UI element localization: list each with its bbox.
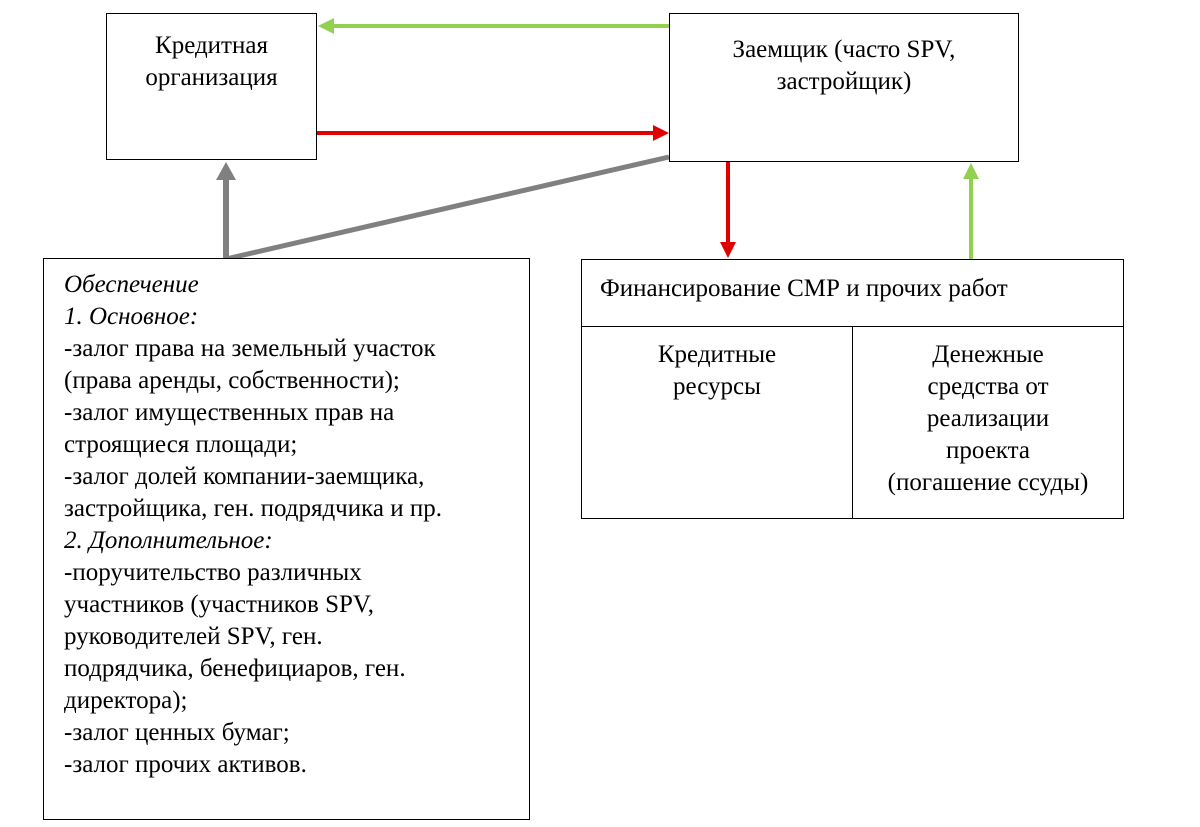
project-sales-funds-cell: Денежные средства от реализации проекта … [853, 327, 1123, 518]
financing-title: Финансирование СМР и прочих работ [582, 260, 1123, 327]
borrower-label-line1: Заемщик (часто SPV, [732, 36, 956, 63]
funds-line5: (погашение ссуды) [887, 469, 1089, 496]
collateral-line: застройщика, ген. подрядчика и пр. [64, 495, 442, 522]
collateral-line: -залог ценных бумаг; [64, 719, 290, 746]
collateral-line: -поручительство различных [64, 559, 362, 586]
borrower-to-bank-arrow [318, 18, 669, 34]
collateral-line: строящиеся площади; [64, 431, 298, 458]
collateral-main-heading: 1. Основное: [64, 303, 199, 330]
collateral-line: -залог прочих активов. [64, 751, 307, 778]
collateral-additional-heading: 2. Дополнительное: [64, 527, 273, 554]
collateral-line: руководителей SPV, ген. [64, 623, 323, 650]
bank-label-line1: Кредитная [155, 32, 268, 59]
collateral-line: участников (участников SPV, [64, 591, 374, 618]
bank-label-line2: организация [145, 64, 278, 91]
collateral-line: подрядчика, бенефициаров, ген. [64, 655, 406, 682]
collateral-to-borrower-line [225, 154, 670, 262]
funds-line3: реализации [926, 405, 1050, 432]
collateral-line: -залог долей компании-заемщика, [64, 463, 425, 490]
borrower-label-line2: застройщик) [776, 68, 912, 95]
collateral-line: -залог имущественных прав на [64, 399, 395, 426]
bank-to-borrower-arrow [317, 125, 669, 141]
credit-resources-line1: Кредитные [657, 341, 777, 368]
collateral-line: -залог права на земельный участок [64, 335, 436, 362]
collateral-to-bank-arrow [216, 162, 236, 259]
finance-to-borrower-arrow [963, 163, 979, 259]
funds-line1: Денежные [932, 341, 1044, 368]
financing-box: Финансирование СМР и прочих работ Кредит… [581, 259, 1124, 519]
collateral-line: директора); [64, 687, 188, 714]
collateral-box: Обеспечение 1. Основное: -залог права на… [43, 258, 530, 820]
credit-resources-cell: Кредитные ресурсы [582, 327, 853, 518]
collateral-line: (права аренды, собственности); [64, 367, 400, 394]
collateral-heading: Обеспечение [64, 271, 199, 298]
borrower-to-finance-arrow [720, 162, 736, 258]
funds-line4: проекта [946, 437, 1030, 464]
funds-line2: средства от [927, 373, 1049, 400]
credit-resources-line2: ресурсы [673, 373, 761, 400]
credit-organization-box: Кредитная организация [106, 13, 317, 160]
borrower-box: Заемщик (часто SPV, застройщик) [669, 13, 1019, 162]
